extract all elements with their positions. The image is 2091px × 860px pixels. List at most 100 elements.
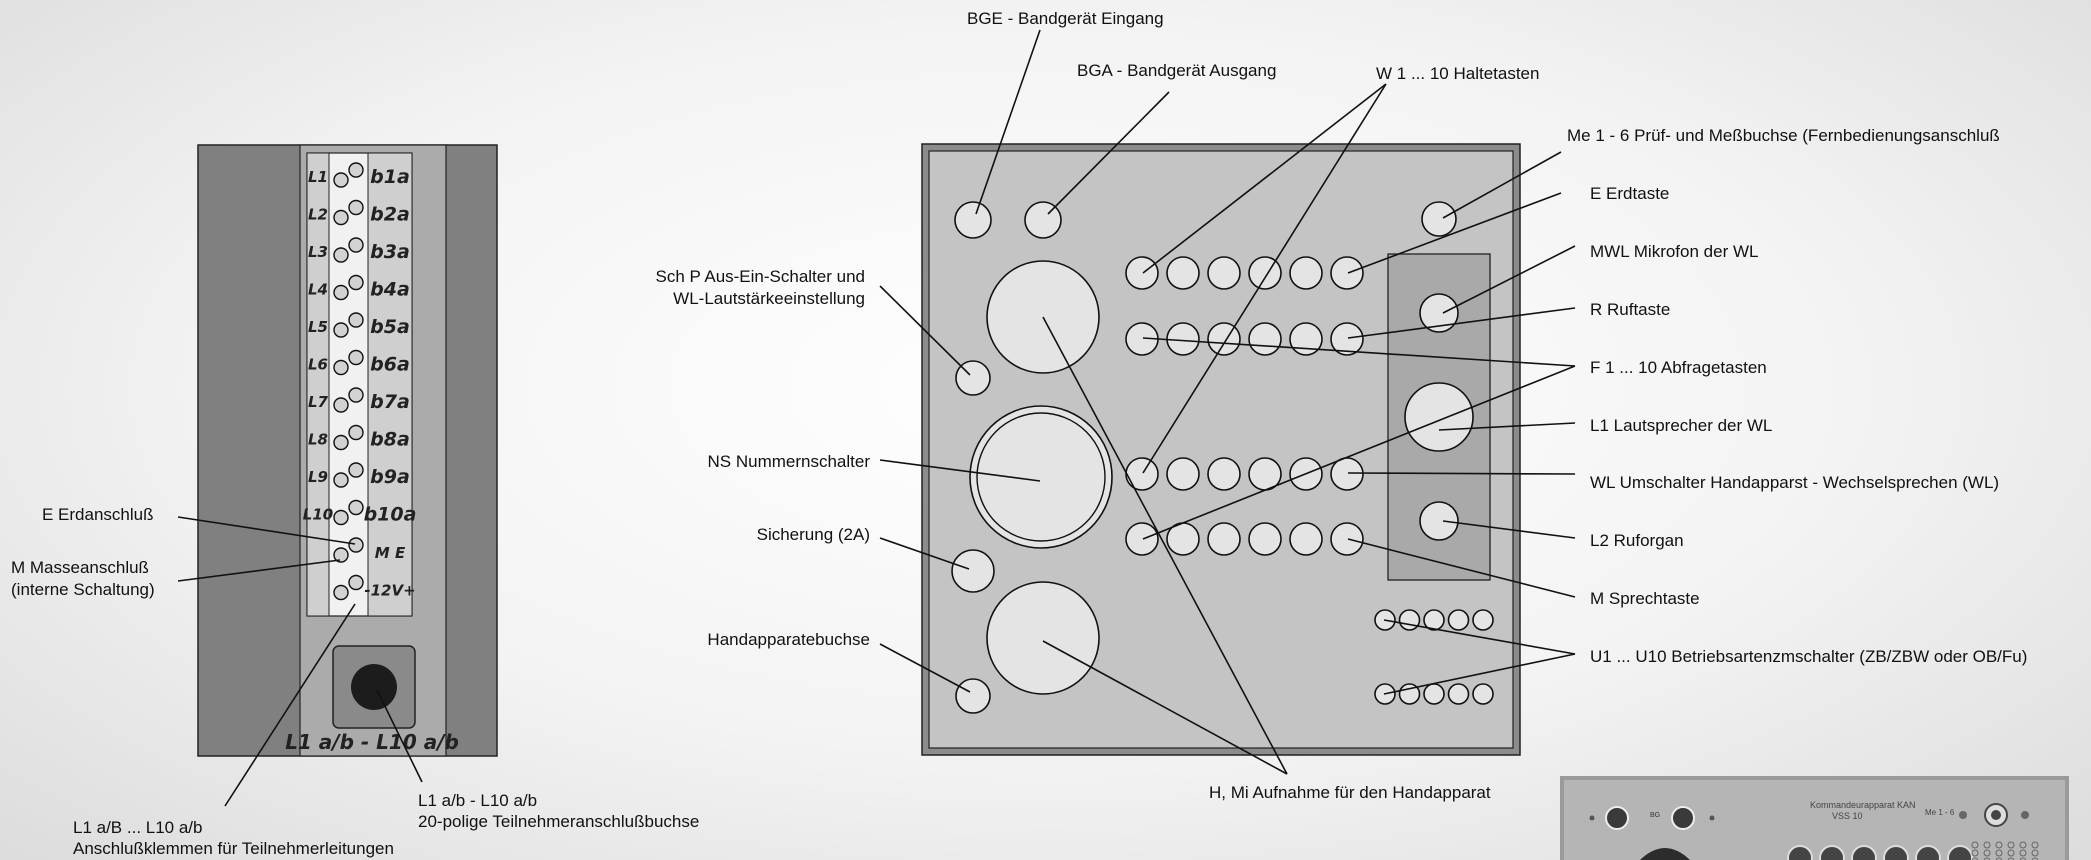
wl-button (1330, 457, 1364, 491)
m-button (1330, 522, 1364, 556)
terminal-screw (348, 237, 364, 253)
l2-ringer (1419, 501, 1459, 541)
photo-button (1947, 845, 1973, 860)
connector-label: L1 a/b - L10 a/b (285, 730, 459, 754)
photo-screw-1 (1589, 815, 1595, 821)
terminal-right-label: b7a (370, 391, 410, 413)
m-button (1125, 522, 1159, 556)
terminal-right-label: b2a (370, 204, 410, 226)
u-switch (1447, 683, 1470, 705)
photo-dot (1971, 841, 1979, 849)
photo-dot (1995, 841, 2003, 849)
label-h: H, Mi Aufnahme für den Handapparat (1209, 783, 1491, 802)
device-photo: BG Kommandeurapparat KAN VSS 10 Me 1 - 6 (1560, 776, 2069, 860)
terminal-left-label: L3 (308, 243, 328, 261)
wl-button (1125, 457, 1159, 491)
terminal-screw (333, 322, 349, 338)
label-r: R Ruftaste (1590, 300, 1670, 319)
leader-mass (177, 559, 341, 582)
photo-socket-2 (1671, 806, 1695, 830)
bge-socket (954, 201, 992, 239)
main-panel (921, 143, 1521, 756)
photo-button (1883, 845, 1909, 860)
terminal-screw (333, 472, 349, 488)
terminal-screw (348, 162, 364, 178)
terminal-screw (333, 209, 349, 226)
w-button (1289, 256, 1323, 290)
m-button (1248, 522, 1282, 556)
connector-socket (351, 664, 397, 710)
left-labels: E Erdanschluß M Masseanschluß (interne S… (11, 505, 699, 858)
terminal-screw (333, 434, 349, 451)
terminal-left-label: L9 (308, 468, 328, 486)
label-bge: BGE - Bandgerät Eingang (967, 9, 1164, 28)
terminal-screw (348, 349, 364, 366)
r-button (1419, 293, 1459, 333)
label-f: F 1 ... 10 Abfragetasten (1590, 358, 1767, 377)
terminal-screw (333, 397, 349, 413)
label-clamps-2: Anschlußklemmen für Teilnehmerleitungen (73, 839, 394, 858)
photo-me-socket-center (1991, 810, 2001, 820)
photo-buttons (1787, 845, 1973, 860)
label-u: U1 ... U10 Betriebsartenzmschalter (ZB/Z… (1590, 647, 2027, 666)
label-schp-1: Sch P Aus-Ein-Schalter und (656, 267, 865, 286)
leader-r (1347, 307, 1576, 339)
terminal-left-label: L2 (308, 206, 328, 224)
leader-f-2 (1142, 365, 1576, 540)
photo-dot (1971, 849, 1979, 857)
wl-button (1207, 457, 1241, 491)
leader-handset-socket (879, 643, 971, 693)
leader-bge (975, 29, 1041, 215)
f-button (1289, 322, 1323, 356)
photo-button (1819, 845, 1845, 860)
terminal-right-label: -12V+ (364, 582, 415, 600)
photo-dot (2007, 849, 2015, 857)
w-button (1330, 256, 1364, 290)
leader-me (1442, 151, 1562, 219)
terminal-right-label: b9a (370, 466, 410, 488)
photo-dot (1995, 849, 2003, 857)
photo-dot (2019, 857, 2027, 860)
photo-button (1787, 845, 1813, 860)
terminal-screw (348, 274, 364, 291)
terminal-right-label: M E (375, 544, 406, 562)
handset-socket (955, 678, 991, 714)
wl-button (1166, 457, 1200, 491)
label-w: W 1 ... 10 Haltetasten (1376, 64, 1539, 83)
terminal-right-label: b1a (370, 166, 410, 188)
terminal-screw (333, 284, 349, 301)
photo-dot (2031, 857, 2039, 860)
photo-dot (1995, 857, 2003, 860)
label-mwl: MWL Mikrofon der WL (1590, 242, 1758, 261)
photo-screw-2 (1709, 815, 1715, 821)
leader-u-2 (1383, 653, 1576, 695)
photo-button (1851, 845, 1877, 860)
terminal-screw (348, 199, 364, 216)
terminal-left-label: L5 (308, 318, 328, 336)
terminal-screw (348, 462, 364, 478)
label-me: Me 1 - 6 Prüf- und Meßbuchse (Fernbedien… (1567, 126, 2000, 145)
terminal-left-label: L10 (303, 506, 333, 524)
terminal-left-label: L4 (308, 281, 328, 299)
photo-dot (2031, 849, 2039, 857)
terminal-right-label: b6a (370, 354, 410, 376)
w-button (1166, 256, 1200, 290)
label-mass-2: (interne Schaltung) (11, 580, 155, 599)
terminal-left-label: L1 (308, 168, 328, 186)
f-button (1207, 322, 1241, 356)
photo-socket-1 (1605, 806, 1629, 830)
leader-clamps (224, 603, 356, 807)
terminal-right-label: b10a (364, 504, 417, 526)
leader-h-2 (1042, 640, 1288, 775)
label-handset-socket: Handapparatebuchse (707, 630, 870, 649)
terminal-screw (348, 499, 364, 516)
label-socket-2: 20-polige Teilnehmeranschlußbuchse (418, 812, 699, 831)
terminal-left-label: L8 (308, 431, 328, 449)
label-socket-1: L1 a/b - L10 a/b (418, 791, 537, 810)
photo-knob-1 (1959, 811, 1967, 819)
terminal-screw (348, 424, 364, 441)
label-earth: E Erdanschluß (42, 505, 154, 524)
terminal-screw (333, 547, 349, 563)
